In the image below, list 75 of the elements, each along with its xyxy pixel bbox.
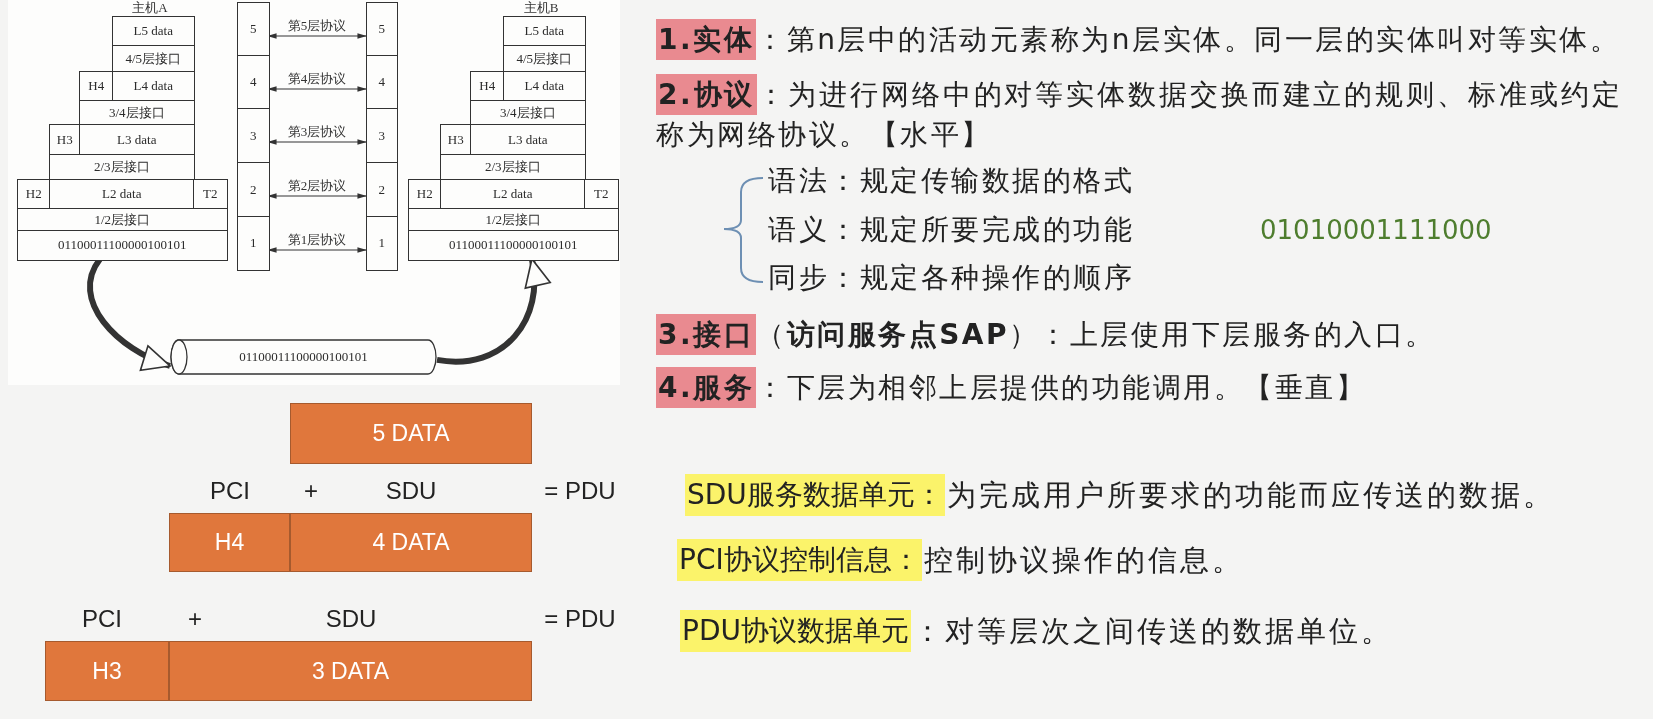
edge-label: 第5层协议 [285,17,349,33]
layer-box: 5 [237,2,270,57]
trailer-box: T2 [193,179,228,210]
double-headed-arrow [267,193,367,199]
header-box: H2 [17,179,51,210]
layer-box: 5 [366,2,398,57]
data-box: L5 data [503,16,586,47]
header-box: H4 [470,71,505,102]
interface-box: 4/5层接口 [503,45,586,73]
term-label: PCI [210,477,250,505]
double-headed-arrow [267,86,367,92]
bitstream-box: 01100011100000100101 [17,230,228,261]
data-block: 4 DATA [290,513,532,572]
data-box: L2 data [440,179,586,210]
layer-box: 4 [366,55,398,110]
definition-text: 2.协议：为进行网络中的对等实体数据交换而建立的规则、标准或约定称为网络协议。【水平】 [656,75,1622,155]
edge-label: 第2层协议 [285,177,349,193]
plus-sign: + [188,605,202,633]
term-label: SDU [325,605,377,633]
highlighted-term: PDU协议数据单元 [680,610,911,652]
layer-box: 3 [366,108,398,164]
layer-box: 1 [366,216,398,271]
definition-text: ：对等层次之间传送的数据单位。 [912,613,1393,649]
equation-text: = PDU [544,477,616,505]
definition-text: 1.实体：第n层中的活动元素称为n层实体。同一层的实体叫对等实体。 [656,20,1621,60]
data-box: L3 data [79,124,195,156]
data-box: L2 data [49,179,195,210]
data-box: L5 data [112,16,195,47]
interface-box: 3/4层接口 [470,100,586,126]
cable-cylinder: 01100011100000100101 [170,339,437,375]
list-item: 语义：规定所要完成的功能 [768,212,1134,248]
list-item: 同步：规定各种操作的顺序 [768,260,1134,296]
highlighted-term: SDU服务数据单元： [685,474,945,516]
bitstream-box: 01100011100000100101 [408,230,619,261]
trailer-box: T2 [584,179,619,210]
interface-box: 1/2层接口 [17,208,228,232]
definition-text: 控制协议操作的信息。 [923,542,1244,578]
bit-string: 01010001111000 [1260,214,1492,247]
edge-label: 第1层协议 [285,231,349,247]
data-block: 3 DATA [169,641,532,701]
plus-sign: + [304,477,318,505]
interface-box: 1/2层接口 [408,208,619,232]
highlighted-term: PCI协议控制信息： [677,539,922,581]
term-label: SDU [385,477,437,505]
data-box: L4 data [503,71,586,102]
header-block: H3 [45,641,169,701]
definition-text: 4.服务：下层为相邻上层提供的功能调用。【垂直】 [656,368,1367,408]
interface-box: 2/3层接口 [440,154,586,181]
header-box: H4 [79,71,114,102]
edge-label: 第3层协议 [285,123,349,139]
double-headed-arrow [267,247,367,253]
interface-box: 2/3层接口 [49,154,195,181]
header-box: H2 [408,179,442,210]
host-label: 主机A [132,0,168,16]
definition-text: 3.接口（访问服务点SAP）：上层使用下层服务的入口。 [656,315,1436,355]
data-box: L4 data [112,71,195,102]
equation-text: = PDU [544,605,616,633]
layer-box: 1 [237,216,270,271]
layer-box: 2 [237,162,270,218]
data-block: 5 DATA [290,403,532,464]
interface-box: 4/5层接口 [112,45,195,73]
data-box: L3 data [470,124,586,156]
interface-box: 3/4层接口 [79,100,195,126]
curved-arrow [436,258,550,365]
definition-text: 为完成用户所要求的功能而应传送的数据。 [946,477,1555,513]
layer-box: 4 [237,55,270,110]
double-headed-arrow [267,33,367,39]
layer-box: 2 [366,162,398,218]
header-block: H4 [169,513,290,572]
list-item: 语法：规定传输数据的格式 [768,163,1134,199]
host-label: 主机B [523,0,559,16]
layer-box: 3 [237,108,270,164]
term-label: PCI [82,605,122,633]
double-headed-arrow [267,139,367,145]
edge-label: 第4层协议 [285,70,349,86]
